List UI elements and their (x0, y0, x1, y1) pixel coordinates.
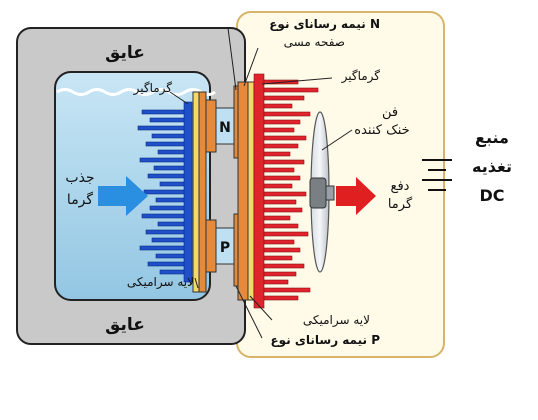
copper-pad-p-right (233, 213, 239, 287)
hot-heat-sink (253, 73, 319, 309)
heat-reject-arrow (336, 177, 376, 215)
copper-pad-p-left (205, 219, 217, 273)
insulation-bottom-label: عایق (105, 315, 145, 335)
n-mark: N (219, 120, 231, 136)
cooling-fan (309, 111, 335, 273)
p-mark: P (220, 240, 230, 256)
cold-heat-sink (137, 101, 193, 283)
ceramic-layer-cold (192, 91, 200, 293)
cold-heat-sink-label: گرماگیر (133, 81, 173, 96)
leader-lines (169, 27, 353, 339)
heat-absorb-arrow (98, 176, 148, 216)
copper-pad-n-right (233, 85, 239, 159)
heat-reject-label-1: دفع (391, 179, 410, 194)
insulation-top-label: عایق (105, 43, 145, 63)
ceramic-layer-left-label: لایه سرامیکی (127, 275, 194, 290)
heat-reject-label-2: گرما (388, 196, 413, 212)
heat-absorb-label-2: گرما (67, 191, 93, 208)
copper-plate-hot (237, 81, 249, 301)
dc-source-symbol (422, 159, 452, 191)
water-surface (56, 88, 216, 96)
p-type-label: نیمه رسانای نوع P (270, 333, 380, 348)
power-source-label-2: تغذیه (472, 157, 512, 176)
fan-label-2: خنک کننده (354, 123, 409, 138)
power-source-label-3: DC (479, 186, 504, 205)
copper-plate-cold (198, 91, 207, 293)
heat-absorb-label-1: جذب (65, 170, 94, 186)
copper-plate-label: صفحه مسی (284, 35, 345, 49)
n-type-label: نیمه رسانای نوع N (269, 17, 380, 32)
ceramic-layer-hot (247, 81, 255, 301)
hot-heat-sink-label: گرماگیر (341, 69, 381, 84)
ceramic-layer-right-label: لایه سرامیکی (303, 313, 370, 328)
fan-label-1: فن (382, 105, 398, 120)
power-source-label-1: منبع (475, 128, 509, 147)
copper-pad-n-left (205, 99, 217, 153)
